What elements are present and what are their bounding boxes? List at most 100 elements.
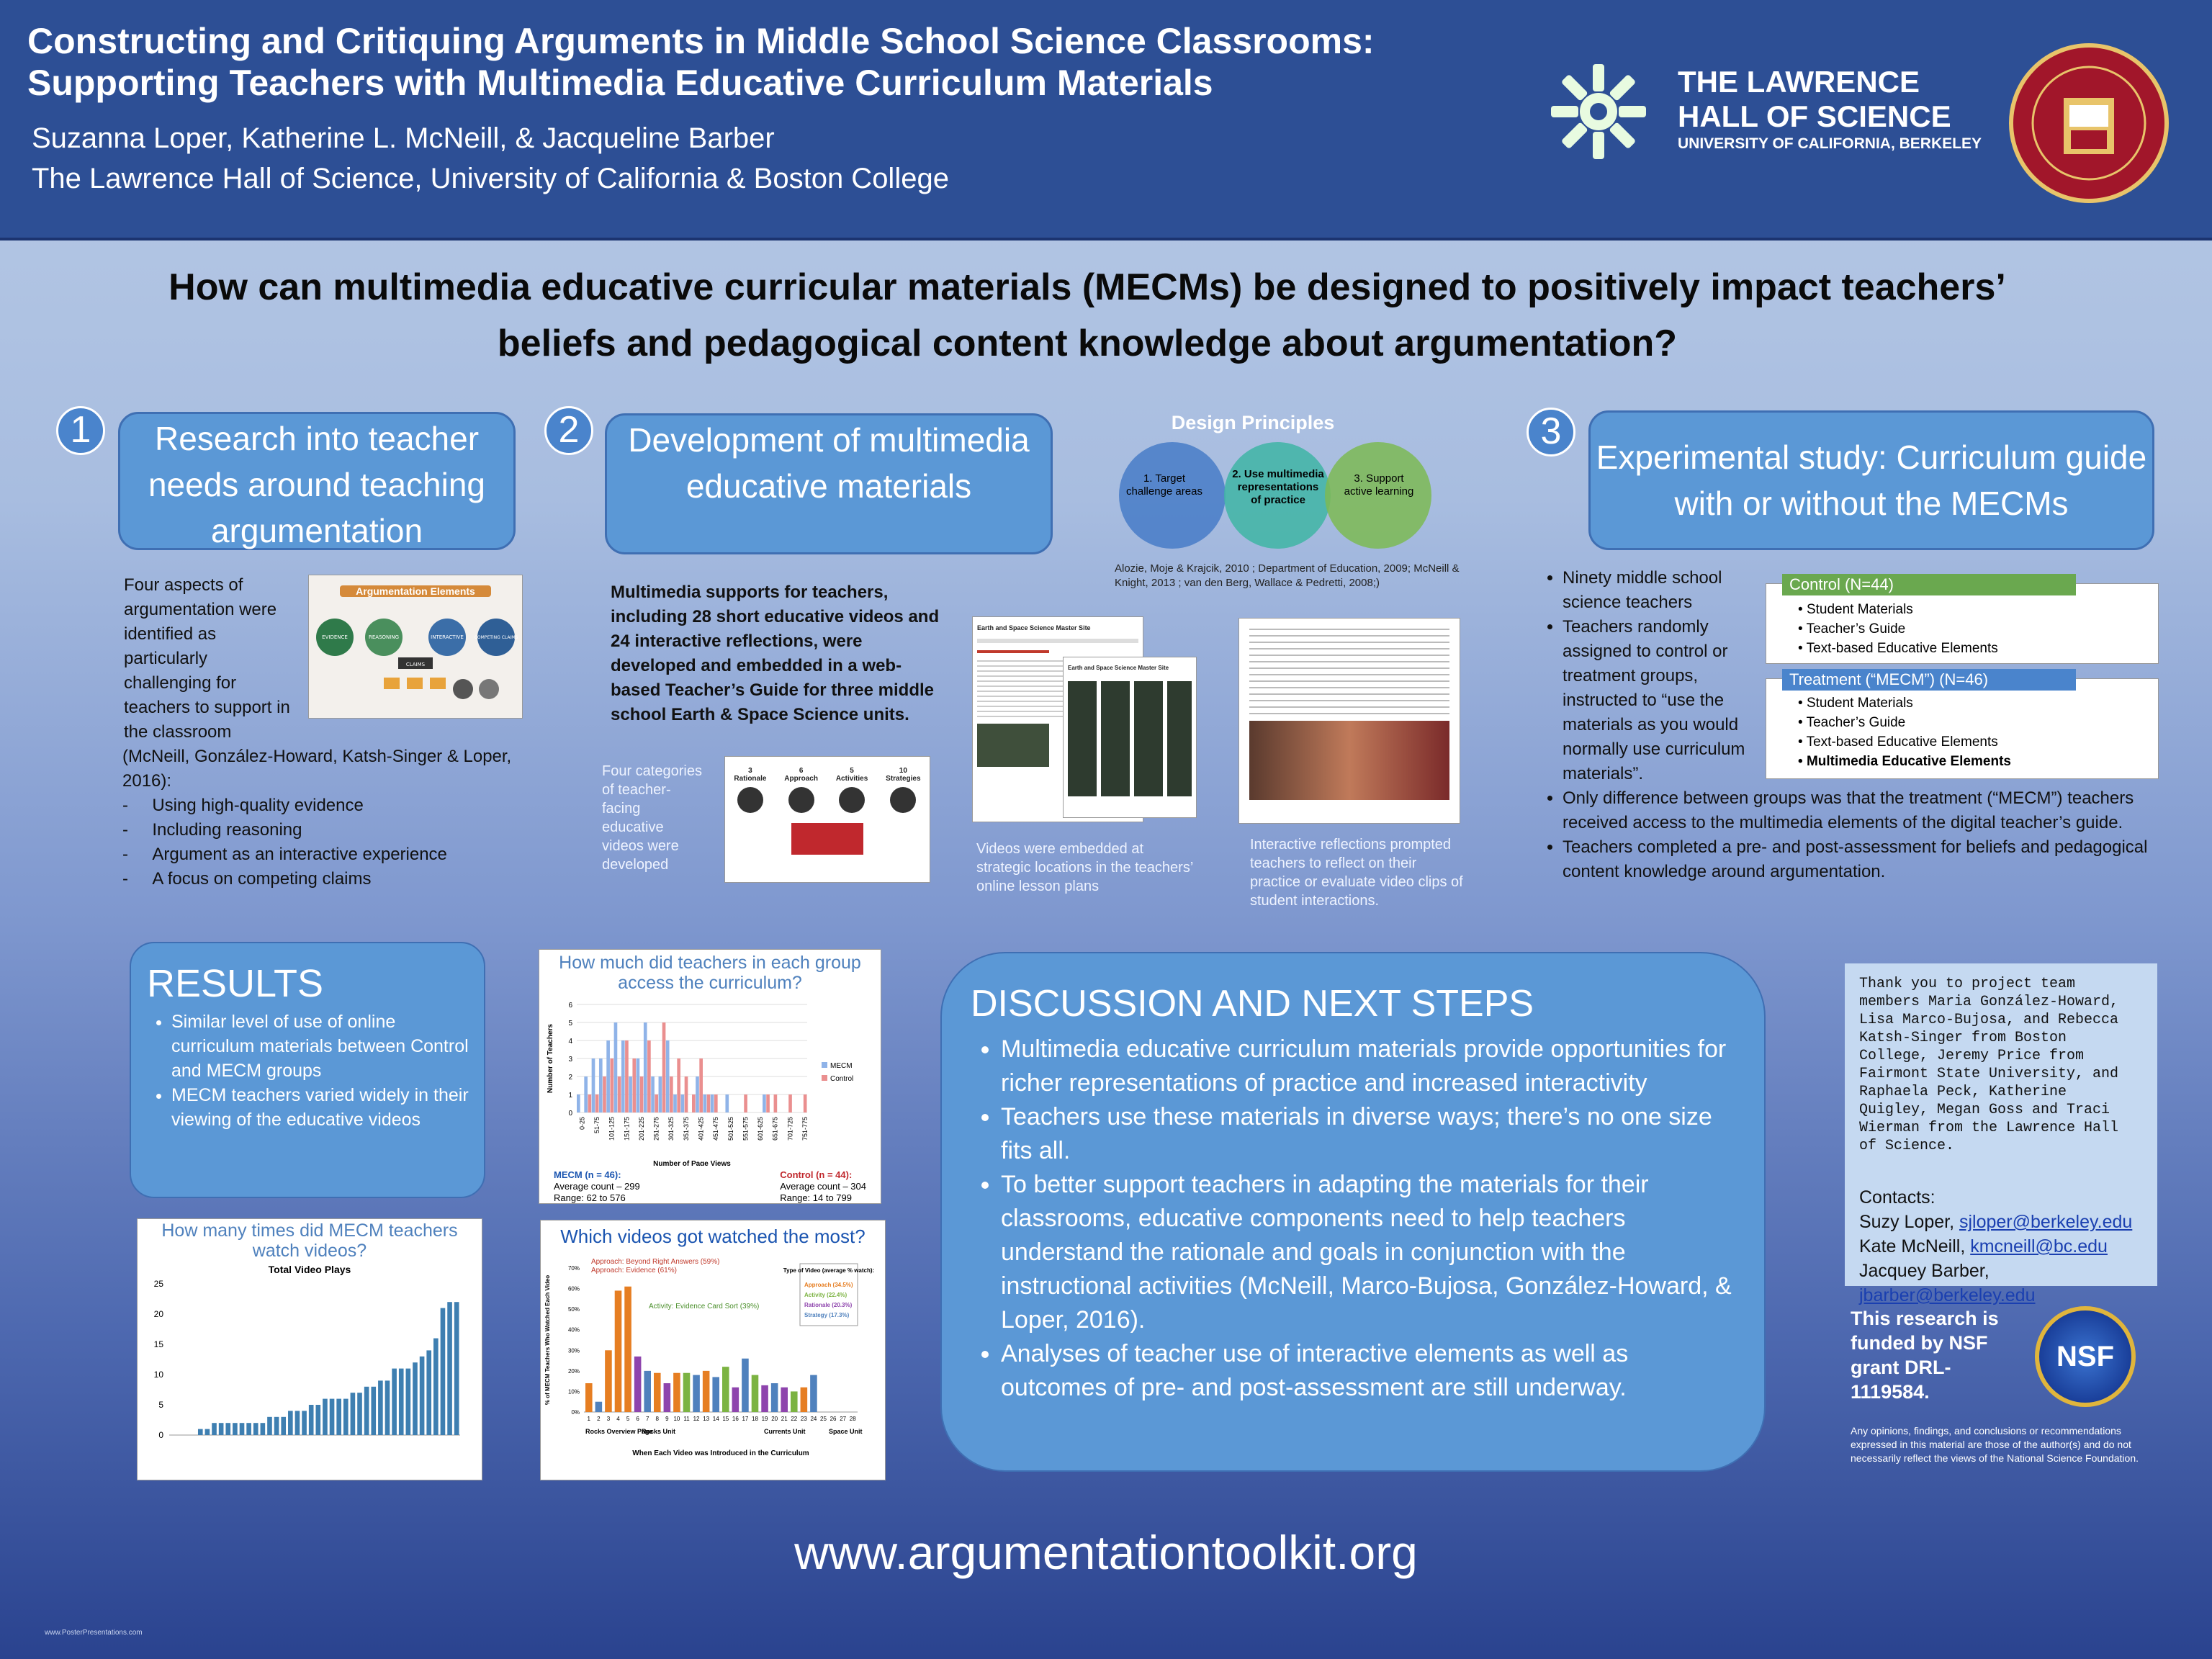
bar [605,1350,612,1412]
bar [398,1368,404,1435]
bar [595,1094,599,1112]
annotation: Approach: Evidence (61%) [591,1267,677,1274]
bar [699,1058,703,1112]
bullet: Analyses of teacher use of interactive e… [1001,1337,1735,1405]
discussion-box: DISCUSSION AND NEXT STEPS Multimedia edu… [940,952,1766,1472]
poster-header [0,0,2212,240]
bullet: MECM teachers varied widely in their vie… [171,1083,469,1132]
x-tick-label: 19 [762,1416,768,1422]
bar [246,1423,251,1435]
bar [712,1377,719,1412]
bar [647,1040,651,1112]
section1-intro: Four aspects of argumentation were ident… [124,575,290,742]
contact-email-link[interactable]: kmcneill@bc.edu [1970,1236,2108,1256]
bar [696,1076,699,1112]
bar [315,1405,321,1435]
bar [357,1393,362,1435]
bar [577,1094,580,1112]
contacts-block: Contacts: Suzy Loper, sjloper@berkeley.e… [1859,1185,2143,1308]
list-item: • Text-based Educative Elements [1798,734,1998,750]
activities-icon [839,787,866,813]
group-label: Rocks Unit [642,1428,675,1435]
x-tick-label: 8 [656,1416,660,1422]
chart-title: How many times did MECM teachers watch v… [161,1220,458,1261]
chart-title: Which videos got watched the most? [560,1226,866,1247]
bullet: Teachers completed a pre- and post-asses… [1563,835,2162,884]
lhs-line1: THE LAWRENCE [1678,65,1920,99]
x-tick-label: 301-325 [667,1117,675,1141]
bar [703,1094,707,1112]
section1-number: 1 [56,406,105,455]
bar [364,1386,369,1435]
affiliation: The Lawrence Hall of Science, University… [32,163,949,194]
lhs-university: UNIVERSITY OF CALIFORNIA, BERKELEY [1678,135,1982,152]
bar [433,1338,439,1435]
reflection-caption: Interactive reflections prompted teacher… [1250,837,1463,909]
bar [267,1416,272,1435]
y-tick-label: 4 [568,1038,572,1046]
group-label: Space Unit [829,1428,863,1435]
list-item: - Including reasoning [122,820,302,840]
bar [392,1368,397,1435]
fig-label-claims: CLAIMS [406,662,426,667]
lhs-name: THE LAWRENCE HALL OF SCIENCE [1678,65,1951,134]
x-tick-label: 0-25 [578,1117,585,1130]
bar [610,1058,614,1112]
contact-name: Kate McNeill, [1859,1236,1966,1256]
x-tick-label: 13 [703,1416,709,1422]
section1-title: Research into teacher needs around teach… [118,412,516,550]
student-video-thumbnail[interactable] [1249,721,1449,800]
acknowledgements-box: Thank you to project team members Maria … [1845,963,2157,1305]
bar [766,1094,770,1112]
contact-email-link[interactable]: sjloper@berkeley.edu [1959,1212,2133,1232]
treatment-label: Treatment (“MECM”) (N=46) [1782,669,2076,691]
bar [643,1022,647,1112]
argumentation-elements-title: Argumentation Elements [340,585,491,597]
bar [323,1398,328,1435]
boston-college-seal-icon [2009,43,2169,203]
list-item-text: Multimedia Educative Elements [1806,754,2011,769]
bar [692,1094,696,1112]
x-tick-label: 22 [791,1416,797,1422]
bar [763,1094,766,1112]
bar [803,1094,807,1112]
bar [595,1401,603,1412]
bar [655,1094,659,1112]
contact-email-link[interactable]: jbarber@berkeley.edu [1859,1285,2036,1305]
nsf-logo-icon: NSF [2035,1306,2136,1407]
screenshot-title: Earth and Space Science Master Site [977,624,1091,631]
note-line: Average count – 299 [554,1181,640,1192]
bar [288,1411,293,1435]
contact-name: Jacquey Barber, [1859,1261,1990,1281]
bar [725,1094,729,1112]
legend-label: MECM [830,1062,853,1070]
bar [742,1358,749,1412]
list-item: • Multimedia Educative Elements [1798,754,2011,769]
list-item: • Teacher’s Guide [1798,621,1906,637]
bar [253,1423,258,1435]
y-tick-label: 25 [154,1279,164,1289]
x-tick-label: 151-175 [623,1117,630,1141]
x-tick-label: 201-225 [638,1117,645,1141]
x-tick-label: 5 [626,1416,630,1422]
bar [800,1387,808,1412]
x-axis-label: When Each Video was Introduced in the Cu… [632,1449,809,1457]
x-tick-label: 2 [597,1416,601,1422]
list-item-text: Teacher’s Guide [1806,715,1906,730]
list-item: - Argument as an interactive experience [122,845,447,864]
x-tick-label: 17 [742,1416,748,1422]
bar [598,1058,603,1112]
list-item: - Using high-quality evidence [122,796,364,815]
acknowledgements-text: Thank you to project team members Maria … [1859,976,2119,1154]
category-count: 5 [850,767,854,775]
website-url[interactable]: www.argumentationtoolkit.org [794,1526,1418,1579]
category-count: 6 [799,767,804,775]
bar [454,1302,459,1435]
bar [658,1076,662,1112]
videos-caption: Videos were embedded at strategic locati… [976,841,1193,894]
category-count: 3 [748,767,752,775]
bar [770,1383,778,1412]
